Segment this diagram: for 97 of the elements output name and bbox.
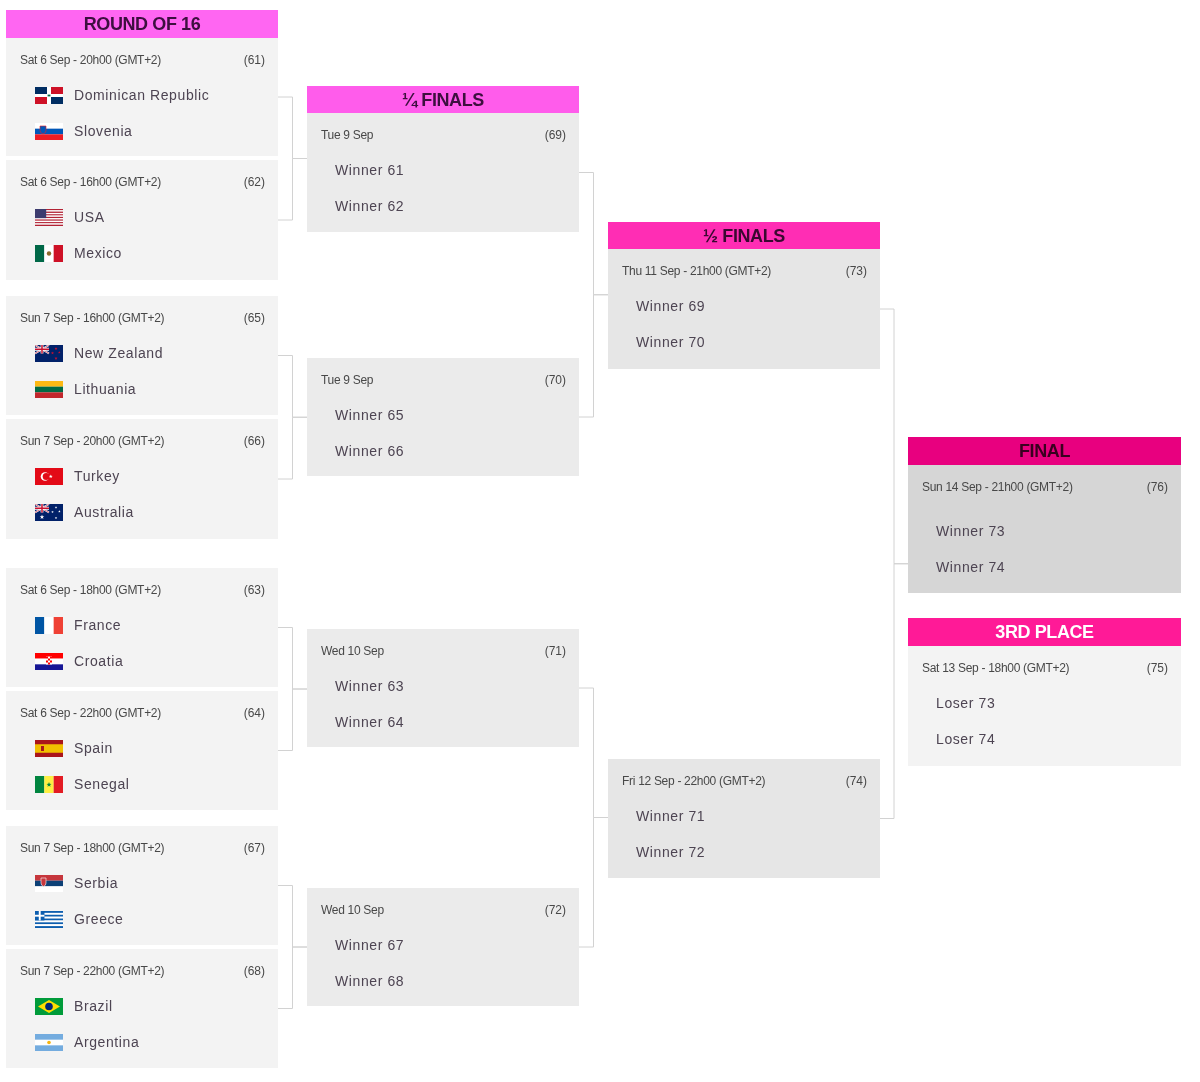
match-date: Sun 14 Sep - 21h00 (GMT+2) [922,480,1073,494]
match-number: (67) [243,841,265,855]
team-name: Serbia [74,874,119,892]
match-number: (66) [243,434,265,448]
match-date: Sat 6 Sep - 22h00 (GMT+2) [20,706,161,720]
round-header [6,10,278,38]
team-name: Winner 63 [335,677,405,695]
match-card [307,629,579,747]
match-date: Wed 10 Sep [321,644,384,658]
match-number: (73) [845,264,867,278]
match-number: (65) [243,311,265,325]
team-name: Winner 62 [335,197,405,215]
match-date: Sat 13 Sep - 18h00 (GMT+2) [922,661,1070,675]
team-name: France [74,616,122,634]
match-date: Sun 7 Sep - 18h00 (GMT+2) [20,841,165,855]
match-number: (68) [243,964,265,978]
team-name: Australia [74,503,134,521]
bracket-line [277,416,308,480]
match-date: Sun 7 Sep - 20h00 (GMT+2) [20,434,165,448]
team-name: Winner 66 [335,442,405,460]
match-date: Sat 6 Sep - 18h00 (GMT+2) [20,583,161,597]
match-number: (76) [1146,480,1168,494]
team-name: Brazil [74,997,113,1015]
match-card [307,358,579,476]
team-name: Senegal [74,775,130,793]
team-name: Winner 61 [335,161,405,179]
bracket-line [277,688,308,751]
round-title: FINAL [1019,441,1070,461]
round-title: 3RD PLACE [995,622,1094,642]
match-number: (61) [243,53,265,67]
match-card [908,465,1181,593]
team-name: Lithuania [74,380,137,398]
team-name: Spain [74,739,113,757]
round-title: ¼ FINALS [402,89,484,110]
team-name: Mexico [74,244,122,262]
match-date: Tue 9 Sep [321,128,374,142]
match-card [6,160,278,280]
bracket-line [578,294,609,418]
team-name: Winner 68 [335,972,405,990]
team-name: Turkey [74,467,120,485]
match-card [307,888,579,1006]
match-number: (72) [544,903,566,917]
match-number: (62) [243,175,265,189]
bracket-line [277,158,308,221]
team-name: Winner 67 [335,936,405,954]
match-date: Sat 6 Sep - 16h00 (GMT+2) [20,175,161,189]
match-date: Sun 7 Sep - 22h00 (GMT+2) [20,964,165,978]
match-number: (75) [1146,661,1168,675]
team-name: New Zealand [74,344,164,362]
match-card [6,419,278,539]
team-name: Winner 72 [636,843,706,861]
round-title: ½ FINALS [703,225,785,246]
round-header [908,437,1181,465]
team-name: Slovenia [74,122,133,140]
match-card [608,759,880,878]
team-name: Croatia [74,652,124,670]
match-number: (70) [544,373,566,387]
match-date: Sun 7 Sep - 16h00 (GMT+2) [20,311,165,325]
team-name: USA [74,208,105,226]
match-date: Sat 6 Sep - 20h00 (GMT+2) [20,53,161,67]
team-name: Winner 69 [636,297,706,315]
team-name: Winner 73 [936,522,1006,540]
match-card [6,949,278,1068]
team-name: Winner 71 [636,807,706,825]
match-card [6,296,278,415]
round-header [608,222,880,249]
team-name: Dominican Republic [74,86,210,104]
bracket-line [879,563,909,819]
match-card [6,38,278,156]
match-card [6,568,278,687]
match-date: Tue 9 Sep [321,373,374,387]
bracket-line [277,946,308,1009]
team-name: Argentina [74,1033,140,1051]
team-name: Winner 70 [636,333,706,351]
match-card [608,249,880,369]
team-name: Winner 65 [335,406,405,424]
match-date: Thu 11 Sep - 21h00 (GMT+2) [622,264,772,278]
bracket-line [578,817,609,948]
team-name: Winner 64 [335,713,405,731]
team-name: Greece [74,910,124,928]
match-card [6,691,278,810]
team-name: Winner 74 [936,558,1006,576]
match-date: Wed 10 Sep [321,903,384,917]
match-number: (63) [243,583,265,597]
match-number: (74) [845,774,867,788]
round-header [908,618,1181,646]
round-header [307,86,579,113]
match-number: (69) [544,128,566,142]
round-title: ROUND OF 16 [83,14,201,34]
match-number: (71) [544,644,566,658]
match-card [908,646,1181,766]
team-name: Loser 73 [936,694,996,712]
match-card [307,113,579,232]
match-date: Fri 12 Sep - 22h00 (GMT+2) [622,774,766,788]
team-name: Loser 74 [936,730,996,748]
match-card [6,826,278,945]
match-number: (64) [243,706,265,720]
